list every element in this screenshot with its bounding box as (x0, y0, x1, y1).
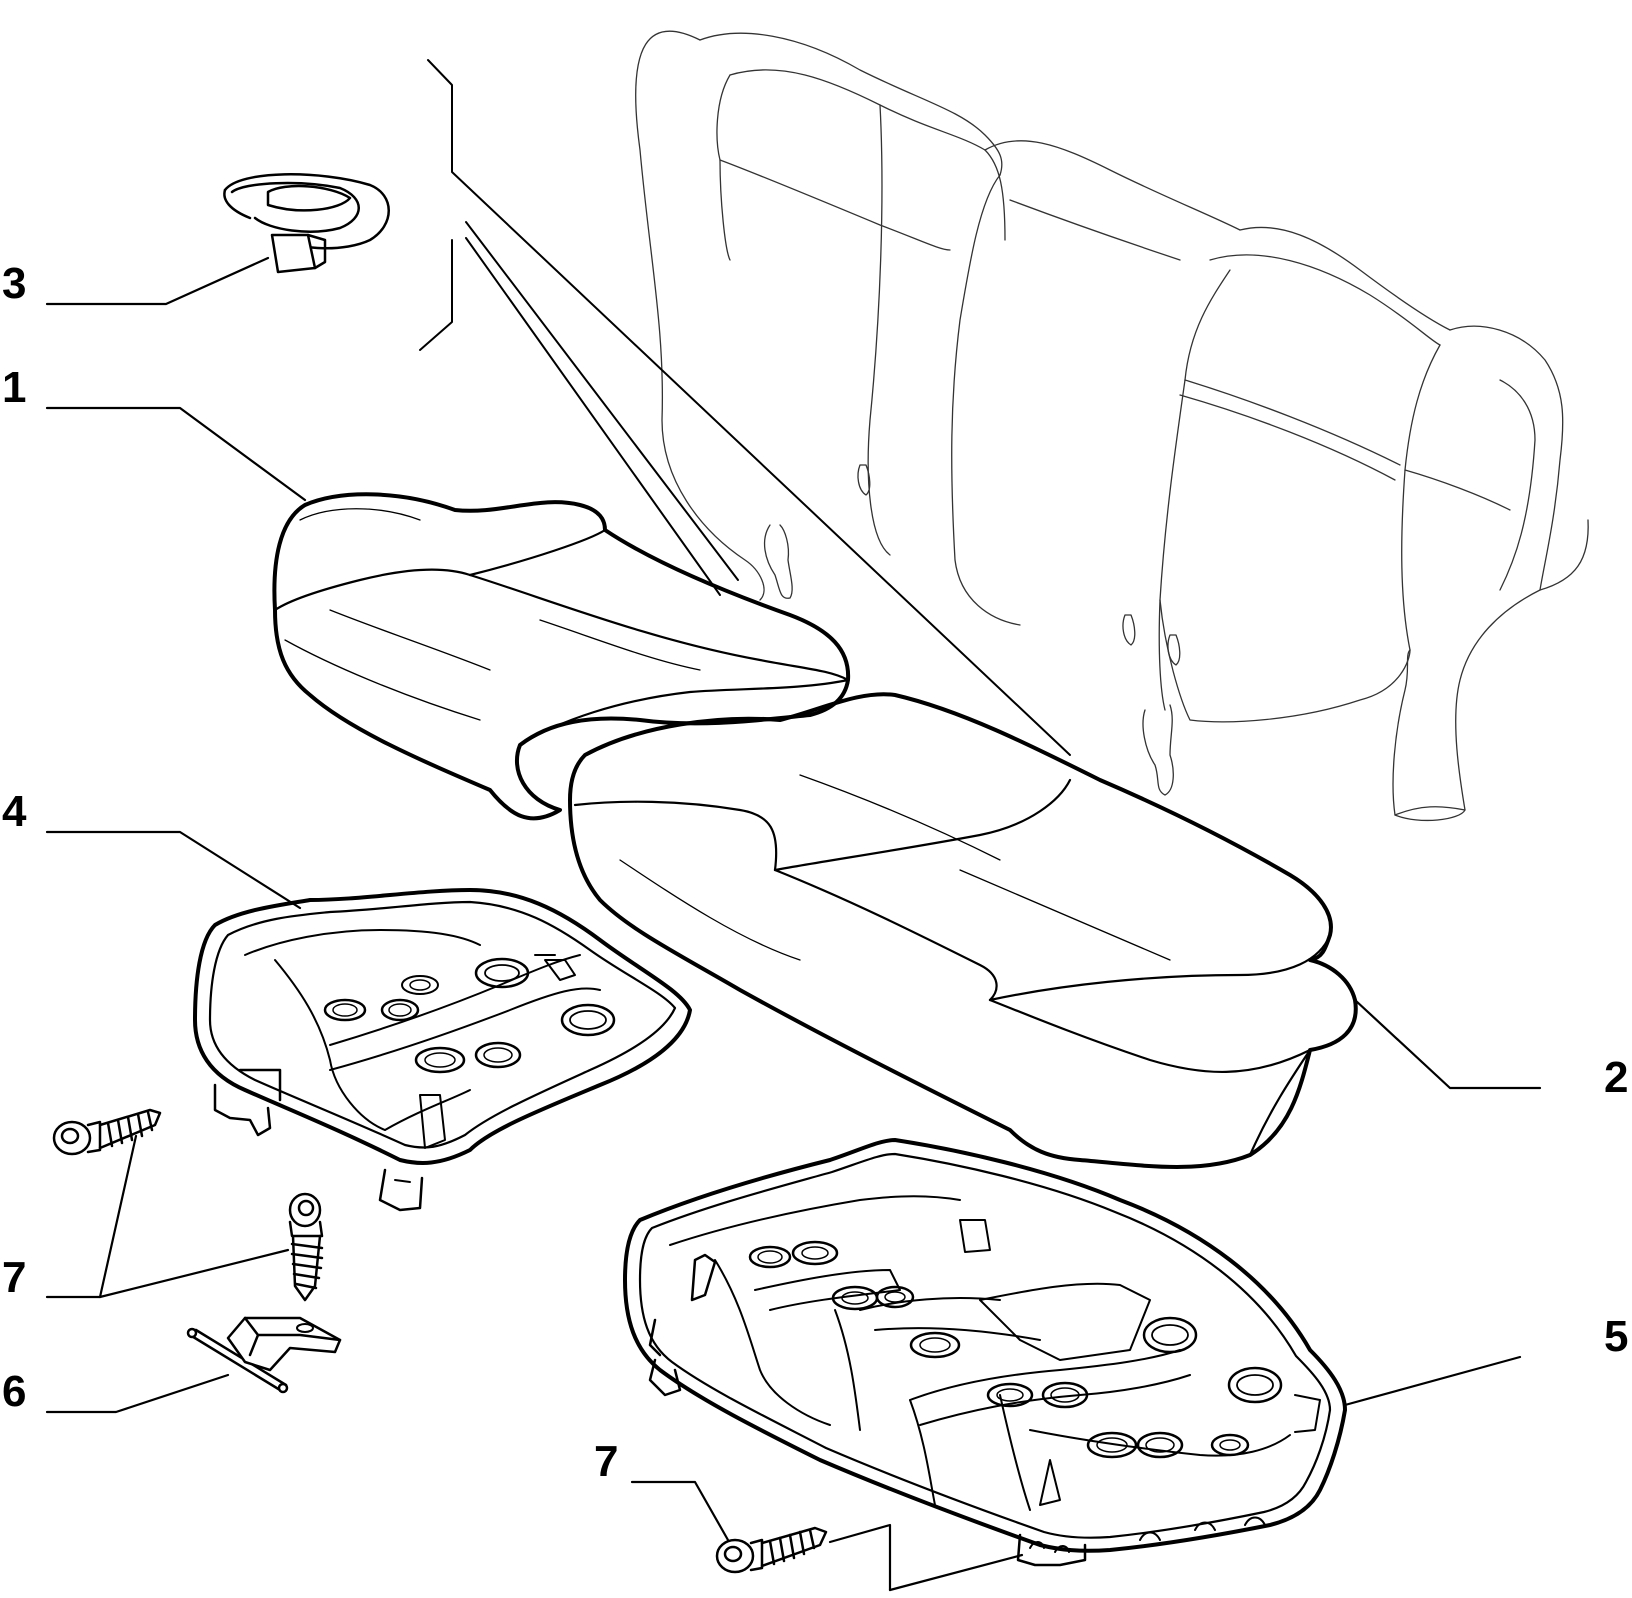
seat-cushion-left (272, 492, 851, 821)
callout-4: 4 (2, 787, 27, 836)
screw-bottom (715, 1526, 828, 1574)
callout-7-left: 7 (2, 1253, 27, 1302)
leader-lines (45, 256, 1542, 1592)
seat-pan-left (193, 888, 692, 1212)
callout-6: 6 (2, 1367, 27, 1416)
callout-5: 5 (1604, 1312, 1629, 1361)
callout-7-bottom: 7 (594, 1437, 619, 1486)
leader-guides (419, 59, 1071, 756)
callout-1: 1 (2, 363, 27, 412)
screw-left (52, 1108, 162, 1156)
seat-cushion-right (568, 692, 1358, 1169)
clip (223, 173, 390, 274)
hinge-bracket (186, 1316, 342, 1394)
callout-3: 3 (2, 259, 27, 308)
seat-pan-right (623, 1138, 1347, 1567)
callout-2: 2 (1604, 1053, 1629, 1102)
seat-backrest (635, 30, 1589, 822)
screw-middle (288, 1192, 324, 1302)
